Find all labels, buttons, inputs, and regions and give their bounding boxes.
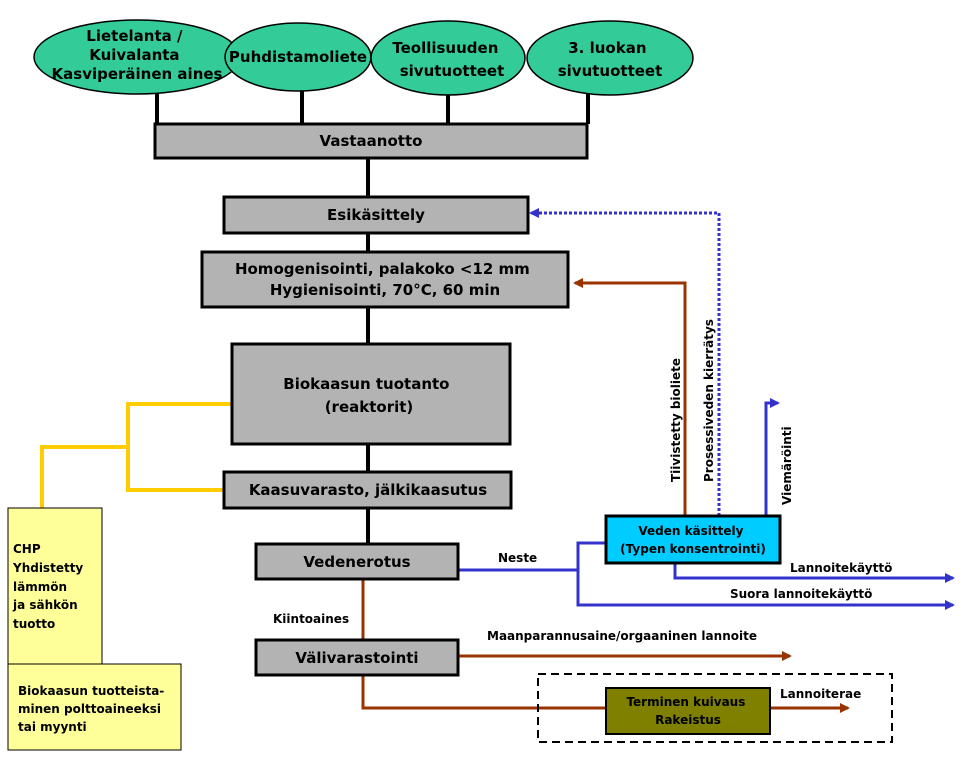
source-category3-byproducts: 3. luokan sivutuotteet — [526, 20, 694, 96]
solids-lines — [361, 278, 850, 713]
svg-text:CHP Yhdistetty läm: CHP Yhdistetty lämmön ja sähkön tuotto — [12, 542, 87, 631]
svg-text:Esikäsittely: Esikäsittely — [327, 206, 425, 224]
liquid-lines — [458, 208, 955, 610]
label-kiintoaines: Kiintoaines — [273, 612, 349, 626]
source-sewage-sludge-label: Puhdistamoliete — [229, 48, 367, 66]
box-chp: CHP Yhdistetty lämmön ja sähkön tuotto — [7, 507, 103, 669]
box-homogenisointi: Homogenisointi, palakoko <12 mm Hygienis… — [200, 250, 570, 309]
label-prosessiveden-kierratys: Prosessiveden kierrätys — [702, 319, 716, 482]
svg-text:Biokaasun tuotteista- mi: Biokaasun tuotteista- minen polttoaineek… — [18, 684, 168, 734]
label-maanparannusaine: Maanparannusaine/orgaaninen lannoite — [487, 629, 757, 643]
svg-text:Vedenerotus: Vedenerotus — [303, 553, 410, 571]
box-terminen-kuivaus: Terminen kuivaus Rakeistus — [605, 687, 771, 735]
svg-text:Biokaasun tuotanto (reak: Biokaasun tuotanto (reaktorit) — [283, 375, 454, 416]
label-viemarointi: Viemäröinti — [780, 426, 794, 505]
source-industry-byproducts-label: Teollisuuden sivutuotteet — [392, 39, 504, 80]
box-kaasuvarasto: Kaasuvarasto, jälkikaasutus — [222, 470, 513, 510]
label-tiivistetty-bioliete: Tiivistetty bioliete — [669, 358, 683, 482]
svg-text:Välivarastointi: Välivarastointi — [295, 649, 418, 667]
box-esikasittely: Esikäsittely — [222, 195, 530, 235]
box-valivarastointi: Välivarastointi — [254, 638, 460, 677]
svg-text:Homogenisointi, palakoko <12: Homogenisointi, palakoko <12 mm Hygienis… — [235, 260, 535, 299]
box-vedenerotus: Vedenerotus — [254, 542, 460, 581]
svg-text:Vastaanotto: Vastaanotto — [320, 132, 423, 150]
svg-text:Terminen kuivaus Rakeist: Terminen kuivaus Rakeistus — [626, 695, 749, 727]
box-vastaanotto: Vastaanotto — [153, 122, 589, 160]
label-suora-lannoitekaytto: Suora lannoitekäyttö — [730, 587, 872, 601]
thermal-drying-frame — [537, 673, 893, 743]
gas-lines — [40, 402, 232, 508]
source-manure-label: Lietelanta / Kuivalanta Kasviperäinen ai… — [52, 27, 223, 83]
box-polttoaine: Biokaasun tuotteista- minen polttoaineek… — [7, 663, 182, 751]
label-neste: Neste — [498, 551, 537, 565]
svg-text:Veden käsittely (Typen k: Veden käsittely (Typen konsentrointi) — [620, 524, 766, 556]
label-lannoitekaytto: Lannoitekäyttö — [790, 561, 892, 575]
svg-text:Kaasuvarasto, jälkikaasutus: Kaasuvarasto, jälkikaasutus — [249, 481, 487, 499]
box-biokaasun-tuotanto: Biokaasun tuotanto (reaktorit) — [230, 342, 512, 446]
source-industry-byproducts: Teollisuuden sivutuotteet — [370, 20, 526, 96]
source-manure: Lietelanta / Kuivalanta Kasviperäinen ai… — [33, 19, 241, 95]
label-lannoiterae: Lannoiterae — [780, 687, 861, 701]
source-sewage-sludge: Puhdistamoliete — [224, 22, 372, 92]
box-veden-kasittely: Veden käsittely (Typen konsentrointi) — [604, 514, 782, 565]
source-category3-byproducts-label: 3. luokan sivutuotteet — [558, 39, 663, 80]
